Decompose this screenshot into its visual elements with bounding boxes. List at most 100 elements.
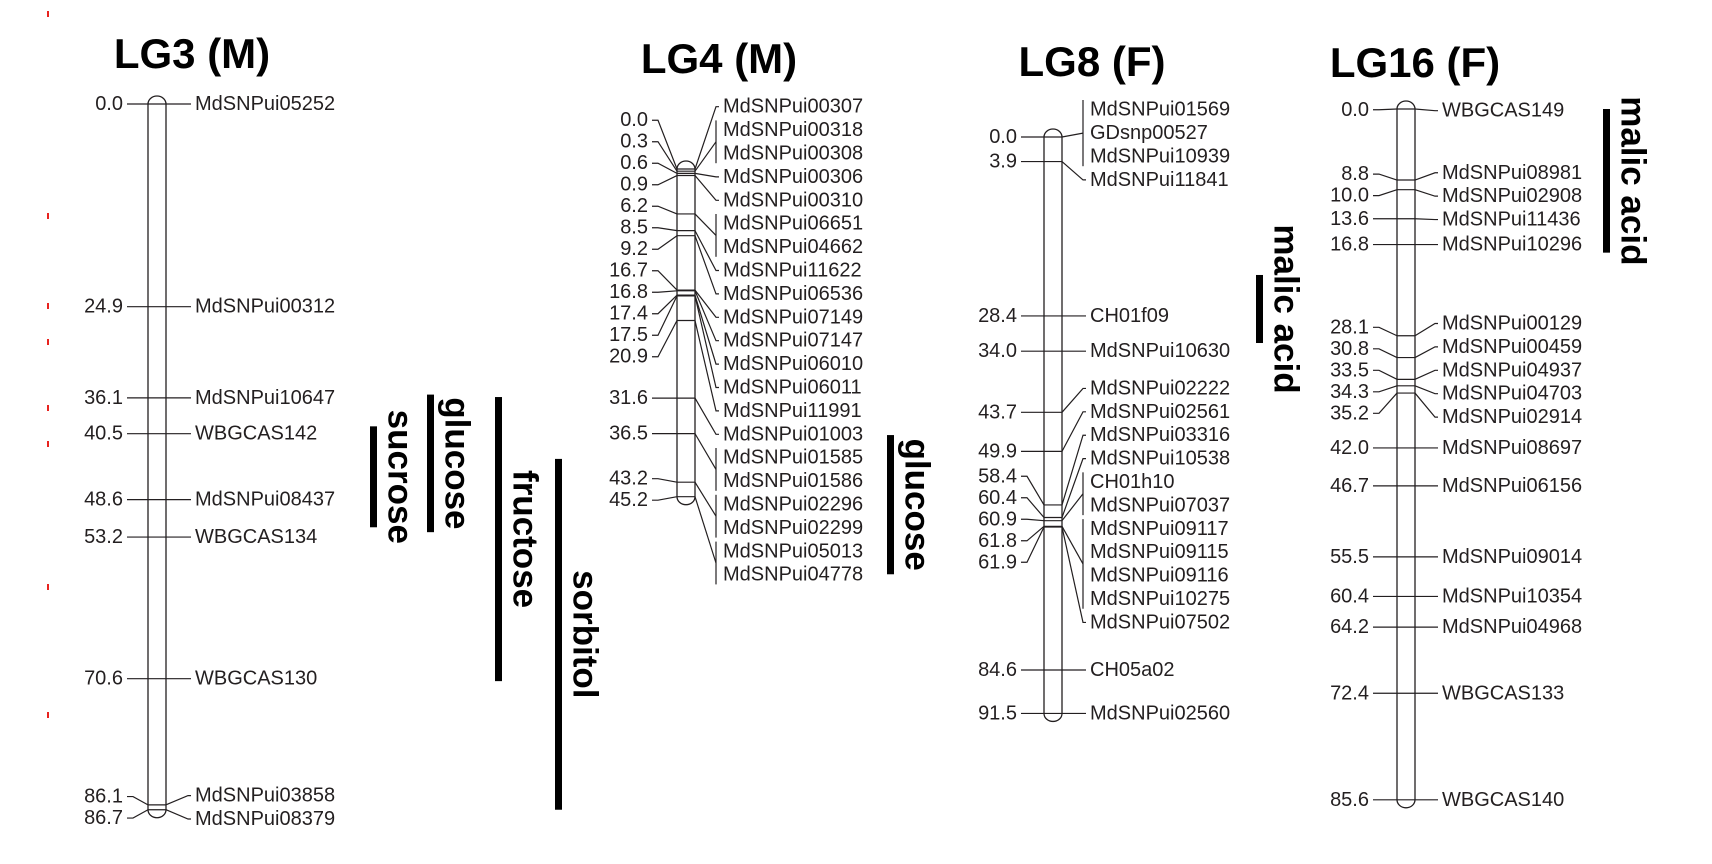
position-connector — [1021, 525, 1045, 542]
position-cm-label: 17.4 — [609, 303, 648, 325]
marker-name-label: CH01f09 — [1090, 305, 1169, 327]
position-cm-label: 0.3 — [620, 131, 648, 153]
marker-name-label: MdSNPui11622 — [723, 260, 862, 282]
linkage-group-title: LG4 (M) — [641, 35, 797, 82]
position-cm-label: 16.8 — [609, 281, 648, 303]
position-cm-label: 28.1 — [1330, 316, 1369, 338]
position-connector — [1021, 497, 1045, 518]
position-connector — [1373, 392, 1398, 414]
marker-connector — [1061, 493, 1084, 522]
qtl-malic-acid: malic acid — [1256, 224, 1306, 394]
position-cm-label: 30.8 — [1330, 338, 1369, 360]
marker-name-label: WBGCAS134 — [195, 526, 317, 548]
marker-name-label: MdSNPui00318 — [723, 119, 863, 141]
marker-name-label: WBGCAS140 — [1442, 789, 1564, 811]
marker-position: 28.4 CH01f09 — [978, 305, 1169, 327]
marker-name-label: MdSNPui09115 — [1090, 541, 1229, 563]
position-cm-label: 55.5 — [1330, 546, 1369, 568]
position-connector — [652, 496, 678, 501]
marker-connector — [1414, 385, 1438, 395]
position-cm-label: 58.4 — [978, 465, 1017, 487]
marker-name-label: MdSNPui01585 — [723, 447, 863, 469]
marker-name-label: MdSNPui06010 — [723, 353, 863, 375]
marker-name-label: WBGCAS142 — [195, 423, 317, 445]
marker-name-label: MdSNPui02296 — [723, 494, 863, 516]
qtl-bar — [555, 458, 562, 810]
marker-name-label: MdSNPui00307 — [723, 96, 863, 118]
marker-name-label: MdSNPui10630 — [1090, 340, 1230, 362]
marker-position: 43.7 MdSNPui02222 — [978, 377, 1230, 423]
marker-connector — [694, 496, 717, 564]
marker-name-label: WBGCAS133 — [1442, 682, 1564, 704]
qtl-glucose: glucose — [887, 435, 937, 575]
qtl-bar — [370, 426, 377, 528]
marker-position: 61.8MdSNPui09117MdSNPui09115MdSNPui09116… — [978, 518, 1230, 610]
position-connector — [652, 227, 678, 232]
marker-connector — [694, 397, 719, 435]
marker-connector — [1061, 161, 1086, 181]
qtl-bar — [427, 394, 434, 533]
marker-connector — [694, 213, 717, 236]
marker-name-label: MdSNPui10538 — [1090, 448, 1230, 470]
position-connector — [1373, 385, 1398, 393]
qtl-trait-label: glucose — [898, 439, 937, 571]
position-cm-label: 36.1 — [84, 387, 123, 409]
position-cm-label: 28.4 — [978, 305, 1017, 327]
marker-name-label: MdSNPui03858 — [195, 785, 335, 807]
position-cm-label: 0.0 — [1341, 99, 1369, 121]
marker-connector — [1061, 526, 1086, 624]
side-mark — [47, 405, 49, 411]
position-connector — [652, 295, 678, 336]
marker-name-label: MdSNPui06536 — [723, 283, 863, 305]
position-connector — [652, 270, 678, 291]
marker-name-label: MdSNPui01003 — [723, 423, 863, 445]
marker-name-label: MdSNPui00306 — [723, 166, 863, 188]
position-cm-label: 8.8 — [1341, 163, 1369, 185]
position-cm-label: 70.6 — [84, 668, 123, 690]
qtl-bar — [495, 397, 502, 682]
qtl-trait-label: malic acid — [1267, 224, 1306, 393]
position-connector — [1373, 189, 1398, 197]
marker-name-label: MdSNPui09014 — [1442, 546, 1582, 568]
position-cm-label: 60.4 — [1330, 585, 1369, 607]
marker-name-label: MdSNPui10939 — [1090, 146, 1230, 168]
position-cm-label: 0.0 — [620, 109, 648, 131]
qtl-bar — [887, 435, 894, 575]
marker-name-label: MdSNPui01569 — [1090, 99, 1230, 121]
qtl-trait-label: glucose — [438, 397, 477, 529]
marker-name-label: MdSNPui09117 — [1090, 518, 1229, 540]
marker-name-label: MdSNPui02914 — [1442, 406, 1582, 428]
position-cm-label: 61.8 — [978, 530, 1017, 552]
marker-connector — [1414, 392, 1438, 418]
position-cm-label: 49.9 — [978, 440, 1017, 462]
qtl-bar — [1256, 274, 1263, 344]
marker-name-label: MdSNPui02561 — [1090, 401, 1230, 423]
qtl-trait-label: malic acid — [1614, 96, 1653, 265]
position-cm-label: 43.7 — [978, 401, 1017, 423]
position-connector — [652, 119, 678, 170]
position-cm-label: 6.2 — [620, 195, 648, 217]
marker-connector — [165, 809, 191, 820]
marker-name-label: CH05a02 — [1090, 659, 1175, 681]
marker-connector — [165, 794, 191, 806]
marker-name-label: MdSNPui02222 — [1090, 377, 1230, 399]
